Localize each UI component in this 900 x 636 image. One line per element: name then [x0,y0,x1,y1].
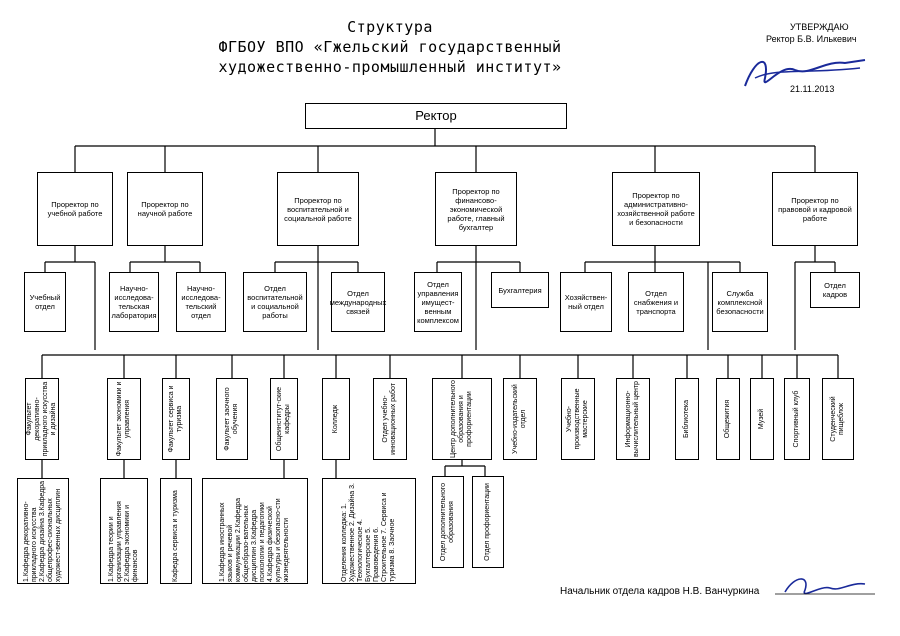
dept-research-lab: Научно-исследова-тельская лаборатория [109,272,159,332]
unit-museum-label: Музей [757,408,765,430]
unit-publishing: Учебно-издательский отдел [503,378,537,460]
unit-dormitories-label: Общежития [723,399,731,439]
sublist-center-extra-ed: Отдел дополнительного образования [432,476,464,568]
title-line-1: Структура [347,18,433,36]
unit-sports-club: Спортивный клуб [784,378,810,460]
footer-signature-line: Начальник отдела кадров Н.В. Ванчуркина [560,586,760,597]
prorector-research: Проректор по научной работе [127,172,203,246]
unit-faculty-econ-label: Факультет экономики и управления [115,381,131,457]
sublist-faculty-dpi: 1.Кафедра декоративно-прикладного искусс… [17,478,69,584]
prorector-academic: Проректор по учебной работе [37,172,113,246]
dept-academic-office: Учебный отдел [24,272,66,332]
unit-publishing-label: Учебно-издательский отдел [511,384,527,454]
unit-college: Колледж [322,378,350,460]
sublist-general-chairs: 1.Кафедра иностранных языков и речевой к… [202,478,308,584]
unit-innovation: Отдел учебно-инновационных работ [373,378,407,460]
sublist-faculty-service: Кафедра сервиса и туризма [160,478,192,584]
unit-workshops: Учебно-производственные мастерские [561,378,595,460]
unit-faculty-service-label: Факультет сервиса и туризма [167,385,183,453]
unit-faculty-dpi: Факультет декоративно-прикладного искусс… [25,378,59,460]
sublist-faculty-dpi-text: 1.Кафедра декоративно-прикладного искусс… [22,480,63,582]
dept-property: Отдел управления имущест-венным комплекс… [414,272,462,332]
unit-canteen: Студенческий пищеблок [822,378,854,460]
rector-box: Ректор [305,103,567,129]
sublist-center-extra-ed-text: Отдел дополнительного образования [439,482,455,562]
sublist-center-career-text: Отдел профориентации [483,483,491,561]
unit-library: Библиотека [675,378,699,460]
unit-museum: Музей [750,378,774,460]
unit-faculty-econ: Факультет экономики и управления [107,378,141,460]
sublist-center-career: Отдел профориентации [472,476,504,568]
unit-faculty-service: Факультет сервиса и туризма [162,378,190,460]
title-line-3: художественно-промышленный институт» [218,58,562,76]
unit-extra-education: Центр дополнительного образования и проф… [432,378,492,460]
dept-hr: Отдел кадров [810,272,860,308]
sublist-college-text: Отделения колледжа: 1. Художественное 2.… [340,483,397,582]
title-line-2: ФГБОУ ВПО «Гжельский государственный [218,38,562,56]
sublist-faculty-service-text: Кафедра сервиса и туризма [171,490,179,582]
unit-general-chairs: Общеинститут-ские кафедры [270,378,298,460]
dept-intl-relations: Отдел международных связей [330,272,386,332]
unit-canteen-label: Студенческий пищеблок [829,396,845,442]
unit-faculty-distance: Факультет заочного обучения [216,378,248,460]
unit-computing-center-label: Информационно-вычислительный центр [624,381,640,457]
dept-security: Служба комплексной безопасности [712,272,768,332]
dept-supply: Отдел снабжения и транспорта [628,272,684,332]
dept-accounting: Бухгалтерия [491,272,549,308]
sublist-faculty-econ-text: 1.Кафедра теории и организации управлени… [107,501,140,582]
sublist-general-chairs-text: 1.Кафедра иностранных языков и речевой к… [218,497,291,582]
sublist-college: Отделения колледжа: 1. Художественное 2.… [322,478,416,584]
unit-dormitories: Общежития [716,378,740,460]
unit-extra-education-label: Центр дополнительного образования и проф… [449,380,474,458]
approval-date: 21.11.2013 [790,84,835,94]
unit-innovation-label: Отдел учебно-инновационных работ [381,383,397,455]
dept-social-work: Отдел воспитательной и социальной работы [243,272,307,332]
prorector-legal: Проректор по правовой и кадровой работе [772,172,858,246]
approval-label: УТВЕРЖДАЮ [790,22,849,32]
prorector-admin: Проректор по административно-хозяйственн… [612,172,700,246]
hr-signature [775,578,875,595]
unit-faculty-distance-label: Факультет заочного обучения [223,387,239,451]
rector-signature [744,59,866,87]
unit-library-label: Библиотека [682,399,690,439]
prorector-social: Проректор по воспитательной и социальной… [277,172,359,246]
unit-workshops-label: Учебно-производственные мастерские [565,388,590,450]
unit-college-label: Колледж [331,404,339,434]
unit-general-chairs-label: Общеинститут-ские кафедры [275,386,291,452]
unit-sports-club-label: Спортивный клуб [792,390,800,448]
prorector-finance: Проректор по финансово-экономической раб… [435,172,517,246]
dept-household: Хозяйствен-ный отдел [560,272,612,332]
approval-person: Ректор Б.В. Илькевич [766,34,857,44]
unit-computing-center: Информационно-вычислительный центр [616,378,650,460]
unit-faculty-dpi-label: Факультет декоративно-прикладного искусс… [25,381,58,457]
sublist-faculty-econ: 1.Кафедра теории и организации управлени… [100,478,148,584]
dept-research-office: Научно-исследова-тельский отдел [176,272,226,332]
